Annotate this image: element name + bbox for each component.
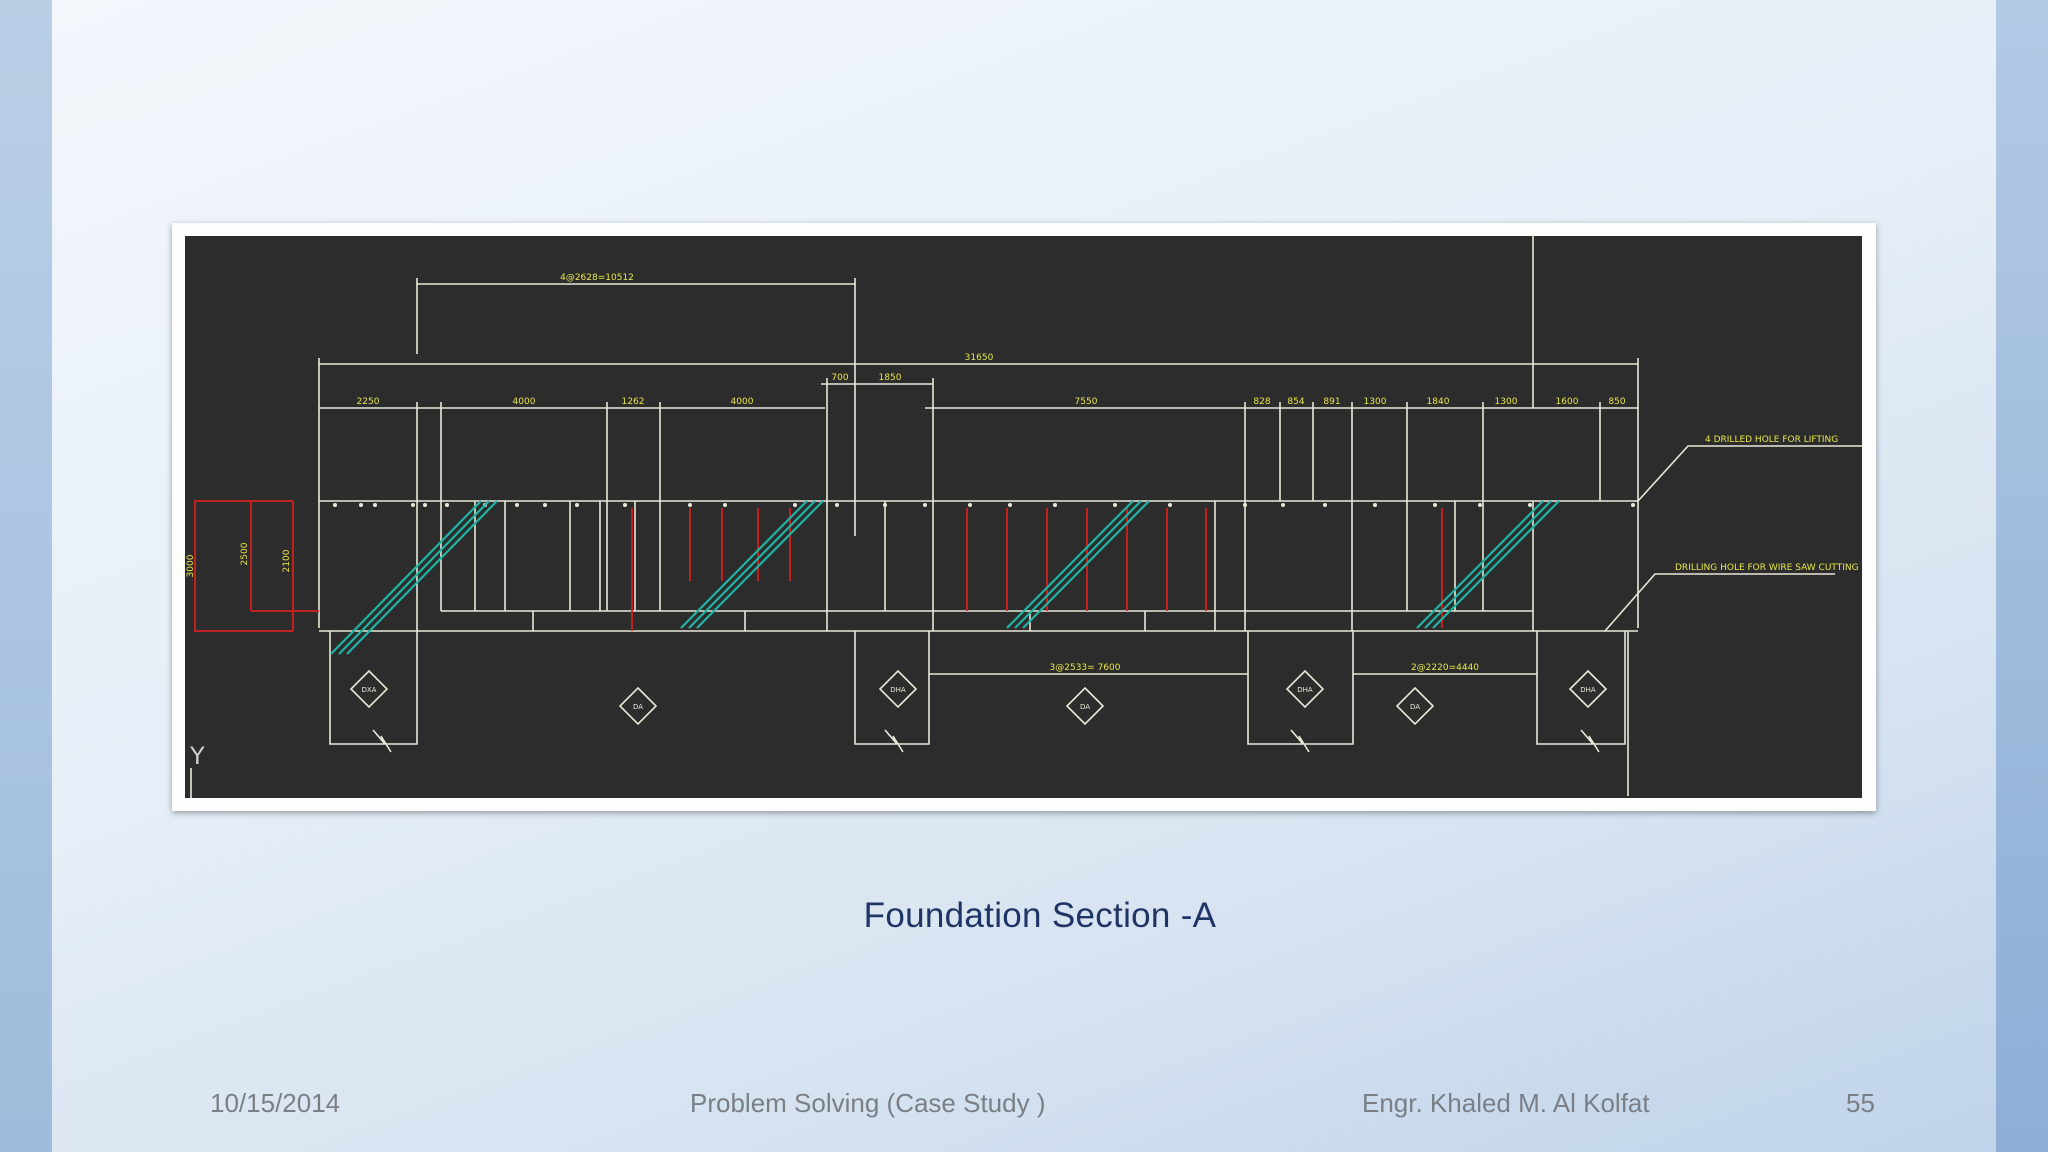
slide-right-edge (1996, 0, 2048, 1152)
marker-dots (333, 503, 1635, 507)
drawing-frame: 4@2628=10512 31650 2250 4000 1262 4000 7… (172, 223, 1876, 811)
dim-14: 1600 (1556, 397, 1579, 407)
tag-3: DHA (890, 686, 906, 694)
dim-12: 1840 (1427, 397, 1450, 407)
dim-15: 850 (1608, 397, 1625, 407)
dim-4: 4000 (731, 397, 754, 407)
dim-top-span: 4@2628=10512 (560, 273, 634, 283)
rebar-lines (194, 500, 1443, 632)
tag-4: DA (1080, 703, 1090, 711)
dim-13: 1300 (1495, 397, 1518, 407)
dim-left-1: 3000 (186, 554, 196, 577)
footer-author: Engr. Khaled M. Al Kolfat (1362, 1088, 1650, 1118)
dim-8: 828 (1253, 397, 1270, 407)
foundation-section-drawing: 4@2628=10512 31650 2250 4000 1262 4000 7… (186, 236, 1862, 798)
slide-caption: Foundation Section -A (863, 896, 1217, 935)
dim-mid-span-2: 2@2220=4440 (1411, 663, 1479, 673)
note-lifting-holes: 4 DRILLED HOLE FOR LIFTING (1705, 435, 1838, 445)
tag-6: DA (1410, 703, 1420, 711)
dim-11: 1300 (1364, 397, 1387, 407)
dim-mid-span-1: 3@2533= 7600 (1050, 663, 1121, 673)
dim-10: 891 (1323, 397, 1340, 407)
slide-left-edge (0, 0, 52, 1152)
tag-labels: DXA DA DHA DA DHA DA DHA (362, 686, 1596, 711)
hatch-diagonals (330, 500, 1560, 655)
slide-number: 55 (1846, 1088, 1875, 1118)
tag-2: DA (633, 703, 643, 711)
dimension-labels: 4@2628=10512 31650 2250 4000 1262 4000 7… (186, 273, 1859, 673)
dim-9: 854 (1287, 397, 1304, 407)
dim-left-2: 2500 (240, 542, 250, 565)
note-wire-saw-holes: DRILLING HOLE FOR WIRE SAW CUTTING (1675, 563, 1859, 573)
tag-7: DHA (1580, 686, 1596, 694)
dim-5: 700 (831, 373, 848, 383)
dim-6: 1850 (879, 373, 902, 383)
dim-3: 1262 (622, 397, 645, 407)
tag-1: DXA (362, 686, 377, 694)
dim-overall: 31650 (965, 353, 994, 363)
footer-title: Problem Solving (Case Study ) (690, 1088, 1046, 1118)
y-axis-label: Y (189, 742, 205, 770)
structure-lines (190, 236, 1862, 798)
cad-drawing: 4@2628=10512 31650 2250 4000 1262 4000 7… (185, 236, 1862, 798)
dim-2: 4000 (513, 397, 536, 407)
dim-1: 2250 (357, 397, 380, 407)
footer-date: 10/15/2014 (210, 1088, 341, 1118)
tag-5: DHA (1297, 686, 1313, 694)
dim-left-3: 2100 (282, 549, 292, 572)
dim-7: 7550 (1075, 397, 1098, 407)
